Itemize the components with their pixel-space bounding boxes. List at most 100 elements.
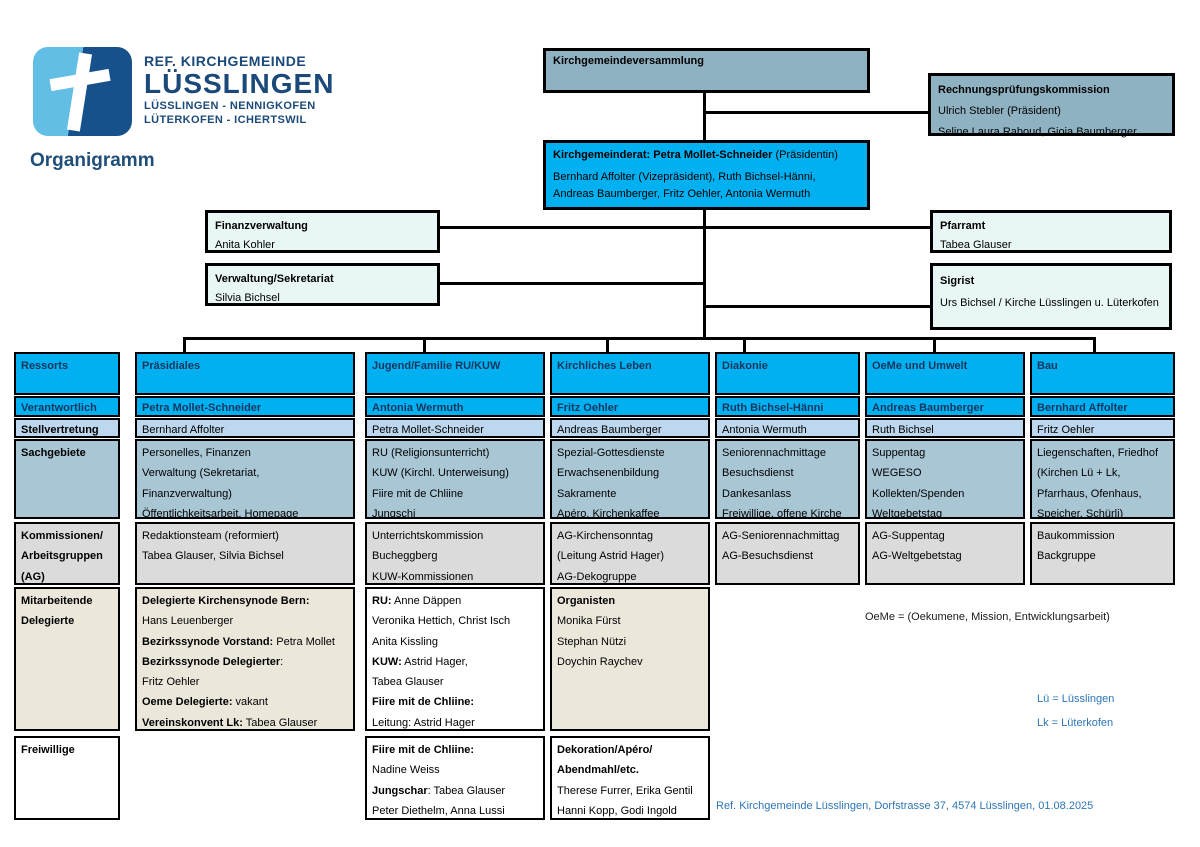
cell-line: Anita Kissling — [372, 635, 439, 648]
church-logo-icon — [33, 47, 132, 136]
box-line: Tabea Glauser — [940, 239, 1012, 251]
cell-oeme-umwelt-verant: Andreas Baumberger — [865, 396, 1025, 417]
cell-ressorts-head: Ressorts — [14, 352, 120, 395]
cell-praesidiales-verant: Petra Mollet-Schneider — [135, 396, 355, 417]
cell-kirchliches-leben-stell: Andreas Baumberger — [550, 418, 710, 438]
cell-line: Kirchliches Leben — [557, 360, 652, 372]
cell-line: Finanzverwaltung) — [142, 487, 232, 500]
connector-line — [743, 337, 746, 353]
cell-jugend-familie-verant: Antonia Wermuth — [365, 396, 545, 417]
note-lk-abbreviation: Lk = Lüterkofen — [1037, 717, 1114, 729]
cell-line: Antonia Wermuth — [372, 402, 464, 414]
page-title: Organigramm — [30, 150, 155, 171]
cell-line: Freiwillige, offene Kirche — [722, 507, 842, 519]
connector-line — [606, 337, 609, 353]
cell-diakonie-head: Diakonie — [715, 352, 860, 395]
box-line: Anita Kohler — [215, 239, 275, 251]
cell-praesidiales-head: Präsidiales — [135, 352, 355, 395]
cell-line: Fritz Oehler — [557, 402, 619, 414]
logo-line4: LÜTERKOFEN - ICHERTSWIL — [144, 114, 307, 126]
cell-oeme-umwelt-stell: Ruth Bichsel — [865, 418, 1025, 438]
box-sigrist: Sigrist Urs Bichsel / Kirche Lüsslingen … — [930, 263, 1172, 330]
cell-line: Baukommission — [1037, 530, 1115, 542]
cell-line: Liegenschaften, Friedhof — [1037, 447, 1159, 459]
cell-line: Besuchsdienst — [722, 467, 794, 480]
cell-line: Verantwortlich — [21, 402, 97, 414]
cell-line: Delegierte Kirchensynode Bern: — [142, 595, 310, 607]
cell-line: Sakramente — [557, 487, 617, 500]
cell-line: Peter Diethelm, Anna Lussi — [372, 804, 505, 817]
cell-line: Ressorts — [21, 360, 69, 372]
box-title: Kirchgemeinderat: Petra Mollet-Schneider… — [553, 149, 838, 161]
cell-line: Personelles, Finanzen — [142, 447, 251, 459]
logo-line1: REF. KIRCHGEMEINDE — [144, 53, 307, 69]
cell-ressorts-sach: Sachgebiete — [14, 439, 120, 519]
cell-line: Backgruppe — [1037, 550, 1096, 563]
cell-line: Pfarrhaus, Ofenhaus, — [1037, 487, 1142, 500]
cell-kirchliches-leben-verant: Fritz Oehler — [550, 396, 710, 417]
cell-line: Kommissionen/ — [21, 530, 103, 542]
cell-line: Tabea Glauser — [372, 676, 444, 689]
cell-line: KUW: Astrid Hager, — [372, 655, 468, 668]
cell-line: Leitung: Astrid Hager — [372, 716, 475, 729]
box-line: Bernhard Affolter (Vizepräsident), Ruth … — [553, 171, 816, 183]
cell-line: Stephan Nützi — [557, 635, 627, 648]
cell-line: Andreas Baumberger — [557, 424, 662, 436]
cell-line: Antonia Wermuth — [722, 424, 807, 436]
cell-line: AG-Seniorennachmittag — [722, 530, 840, 542]
note-lue-abbreviation: Lü = Lüsslingen — [1037, 693, 1115, 705]
cell-line: (Leitung Astrid Hager) — [557, 550, 664, 563]
cell-praesidiales-komm: Redaktionsteam (reformiert)Tabea Glauser… — [135, 522, 355, 585]
cell-line: Weltgebetstag — [872, 507, 943, 519]
box-kirchgemeinderat: Kirchgemeinderat: Petra Mollet-Schneider… — [543, 140, 870, 210]
cell-kirchliches-leben-head: Kirchliches Leben — [550, 352, 710, 395]
cell-line: Arbeitsgruppen — [21, 550, 103, 563]
cell-line: AG-Weltgebetstag — [872, 550, 962, 563]
box-title: Sigrist — [940, 275, 975, 287]
box-line: Urs Bichsel / Kirche Lüsslingen u. Lüter… — [940, 297, 1159, 309]
footer-address: Ref. Kirchgemeinde Lüsslingen, Dorfstras… — [716, 800, 1094, 812]
box-line: Ulrich Stebler (Präsident) — [938, 105, 1061, 117]
cell-line: Unterrichtskommission — [372, 530, 484, 542]
cell-line: Fiire mit de Chliine: — [372, 696, 475, 709]
cell-line: (AG) — [21, 570, 45, 583]
cell-line: (Kirchen Lü + Lk, — [1037, 467, 1121, 480]
cell-line: Verwaltung (Sekretariat, — [142, 467, 260, 480]
cell-bau-sach: Liegenschaften, Friedhof (Kirchen Lü + Lk… — [1030, 439, 1175, 519]
box-line: Seline Laura Raboud, Gioia Baumberger — [938, 126, 1137, 138]
cell-line: Suppentag — [872, 447, 926, 459]
connector-line — [703, 209, 706, 340]
cell-line: Präsidiales — [142, 360, 201, 372]
box-title: Pfarramt — [940, 220, 986, 232]
cell-line: Monika Fürst — [557, 615, 621, 628]
box-title: Rechnungsprüfungskommission — [938, 84, 1110, 96]
box-title: Verwaltung/Sekretariat — [215, 273, 334, 285]
cell-kirchliches-leben-komm: AG-Kirchensonntag(Leitung Astrid Hager)A… — [550, 522, 710, 585]
cell-jugend-familie-head: Jugend/Familie RU/KUW — [365, 352, 545, 395]
cell-line: Hans Leuenberger — [142, 615, 234, 628]
cell-line: RU: Anne Däppen — [372, 595, 462, 607]
cell-line: AG-Kirchensonntag — [557, 530, 653, 542]
cell-diakonie-stell: Antonia Wermuth — [715, 418, 860, 438]
cell-line: Ruth Bichsel-Hänni — [722, 402, 824, 414]
cell-line: Bernhard Affolter — [142, 424, 225, 436]
connector-line — [703, 111, 929, 114]
cell-line: Abendmahl/etc. — [557, 764, 639, 777]
connector-line — [703, 92, 706, 142]
cell-ressorts-komm: Kommissionen/Arbeitsgruppen (AG) — [14, 522, 120, 585]
cell-line: Hanni Kopp, Godi Ingold — [557, 804, 677, 817]
box-finanzverwaltung: Finanzverwaltung Anita Kohler — [205, 210, 440, 253]
connector-line — [423, 337, 426, 353]
connector-line — [1093, 337, 1096, 353]
cell-line: Dankesanlass — [722, 487, 792, 500]
cell-line: Bernhard Affolter — [1037, 402, 1128, 414]
connector-line — [183, 337, 186, 353]
cell-praesidiales-mita: Delegierte Kirchensynode Bern: Hans Leuen… — [135, 587, 355, 731]
